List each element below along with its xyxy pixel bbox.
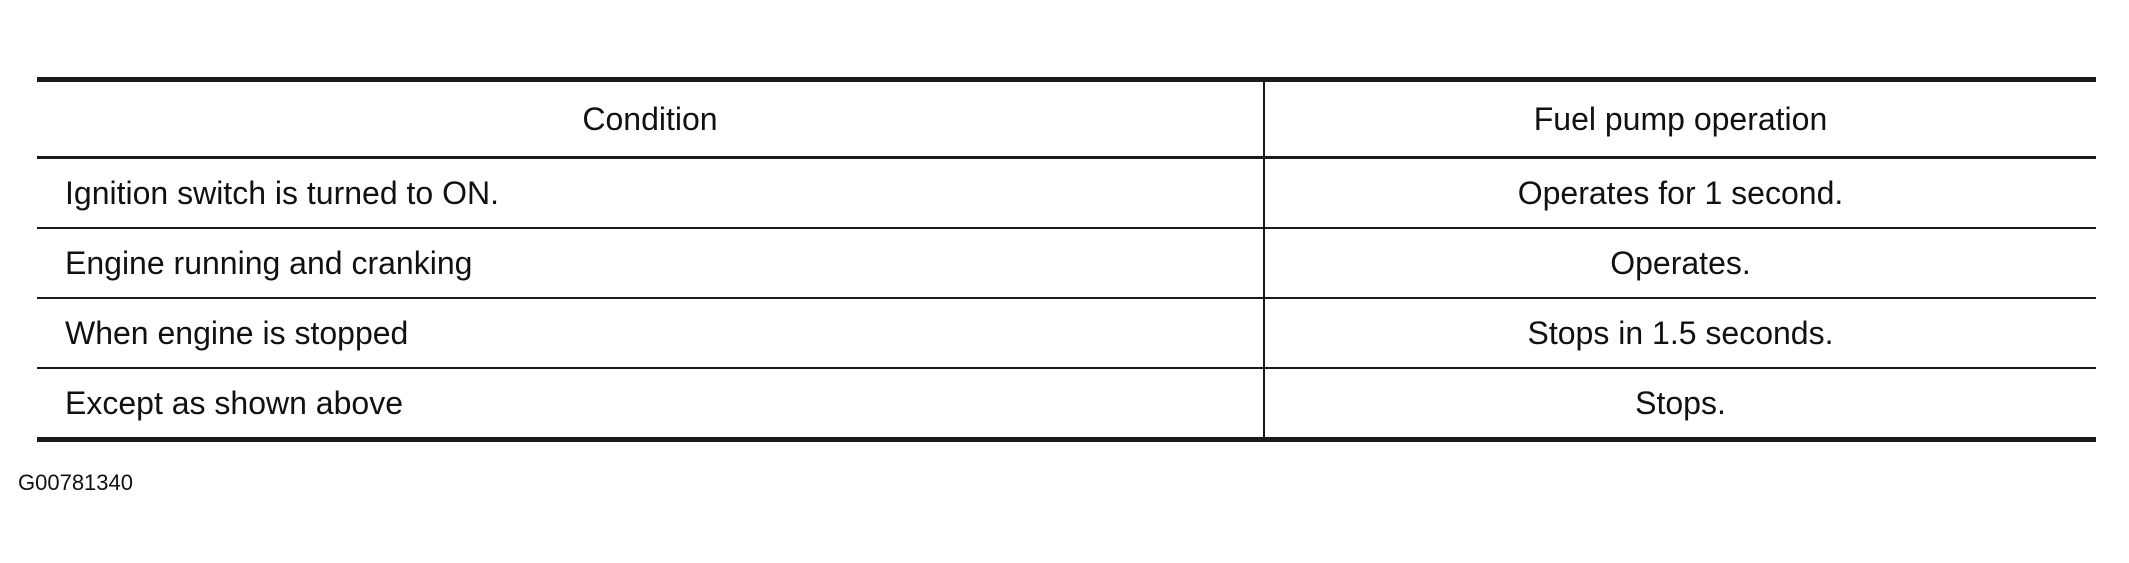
- figure-id: G00781340: [18, 470, 133, 495]
- row-operation: Operates for 1 second.: [1264, 157, 2096, 229]
- row-operation: Stops.: [1635, 385, 1726, 421]
- table-row: Except as shown above Stops.: [37, 368, 2096, 440]
- header-condition: Condition: [37, 79, 1265, 159]
- header-fuel-pump-operation: Fuel pump operation: [1264, 79, 2096, 159]
- table-body: Ignition switch is turned to ON. Operate…: [37, 157, 2096, 440]
- row-condition: Ignition switch is turned to ON.: [37, 157, 1265, 229]
- table-row: Engine running and cranking Operates.: [37, 228, 2096, 299]
- table-row: When engine is stopped Stops in 1.5 seco…: [37, 298, 2096, 369]
- row-operation: Stops in 1.5 seconds.: [1264, 298, 2096, 369]
- row-operation: Operates.: [1264, 228, 2096, 299]
- header-row: Condition Fuel pump operation: [37, 79, 2096, 159]
- table-header: Condition Fuel pump operation: [37, 79, 2096, 159]
- fuel-pump-operation-table: Condition Fuel pump operation Ignition s…: [37, 77, 2096, 442]
- row-condition: When engine is stopped: [37, 298, 1265, 369]
- row-condition: Except as shown above: [37, 368, 1265, 440]
- row-condition: Engine running and cranking: [37, 228, 1265, 299]
- table-row: Ignition switch is turned to ON. Operate…: [37, 157, 2096, 229]
- table: Condition Fuel pump operation Ignition s…: [37, 77, 2096, 442]
